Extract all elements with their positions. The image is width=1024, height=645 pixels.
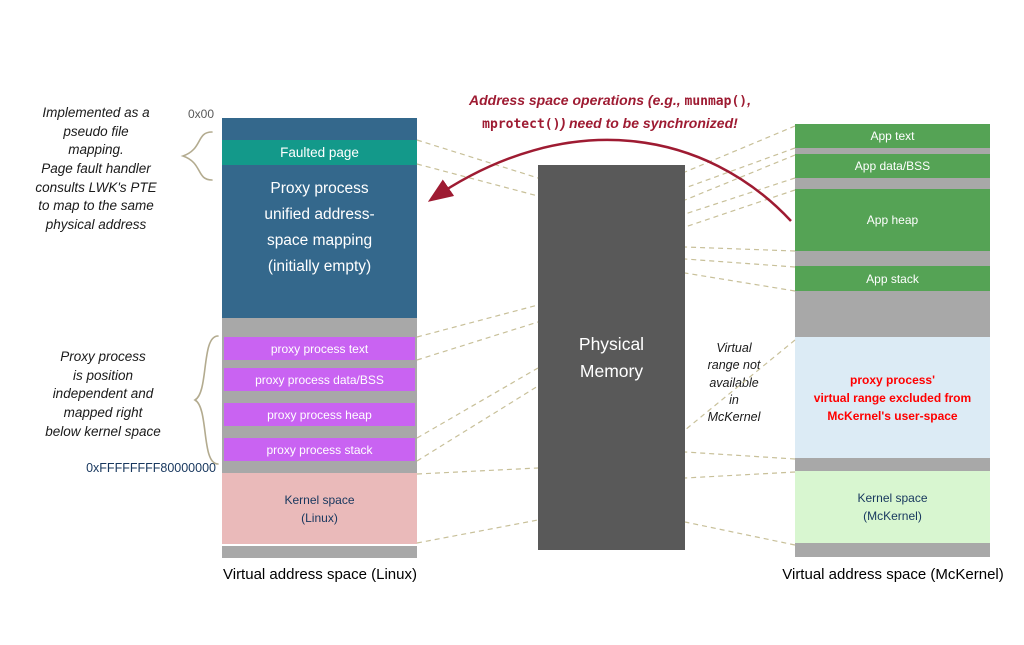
linux-bottom-strip [222,546,417,558]
app-text-label: App text [870,129,915,143]
faulted-page-band: Faulted page [222,140,417,165]
linux-kernel-space-box: Kernel space (Linux) [222,473,417,544]
annotation-pseudo-file-mapping: Implemented as a pseudo file mapping. Pa… [35,105,157,232]
faulted-page-label: Faulted page [280,145,359,160]
mckernel-kernel-space-box: Kernel space (McKernel) [795,471,990,543]
annotation-position-independent: Proxy process is position independent an… [45,349,161,439]
app-stack-label: App stack [866,271,919,286]
proxy-mapping-label: Proxy process unified address- space map… [264,180,375,276]
mckernel-kernel-space-label: Kernel space (McKernel) [857,491,928,523]
proxy-process-data-label: proxy process data/BSS [255,372,384,387]
proxy-process-heap-band: proxy process heap [224,403,415,426]
app-heap-band: App heap [795,189,990,251]
proxy-mapping-box: Faulted page Proxy process unified addre… [222,118,417,318]
app-data-band: App data/BSS [795,154,990,178]
sync-note-line2: mprotect()) need to be synchronized! [425,112,795,135]
sync-note-text-1: Address space operations (e.g., [468,92,685,108]
app-stack-band: App stack [795,266,990,291]
annotation-sync-note: Address space operations (e.g., munmap()… [425,89,795,135]
proxy-process-text-label: proxy process text [270,341,369,356]
sync-note-text-2: , [747,92,752,108]
linux-kernel-space-label: Kernel space (Linux) [284,492,355,525]
proxy-process-stack-band: proxy process stack [224,438,415,461]
mckernel-caption: Virtual address space (McKernel) [782,566,1004,583]
app-heap-label: App heap [866,213,919,227]
app-text-band: App text [795,124,990,148]
annotation-virtual-range: Virtual range not available in McKernel [707,341,761,424]
address-label-kernel: 0xFFFFFFFF80000000 [86,461,216,475]
sync-note-line1: Address space operations (e.g., munmap()… [425,89,795,112]
proxy-process-text-band: proxy process text [224,337,415,360]
proxy-process-heap-label: proxy process heap [267,407,372,422]
proxy-bands-brace [193,335,219,465]
faulted-page-brace [180,131,213,181]
physical-memory-box: Physical Memory [538,165,685,550]
proxy-process-stack-label: proxy process stack [266,442,373,457]
excluded-range-label: proxy process' virtual range excluded fr… [813,372,972,423]
proxy-process-data-band: proxy process data/BSS [224,368,415,391]
app-data-label: App data/BSS [854,159,931,173]
excluded-range-box: proxy process' virtual range excluded fr… [795,337,990,458]
physical-memory-label: Physical Memory [578,334,645,381]
sync-note-text-3: ) need to be synchronized! [560,115,738,132]
address-label-top: 0x00 [187,107,214,121]
mprotect-code: mprotect() [482,117,561,133]
linux-caption: Virtual address space (Linux) [223,566,417,583]
munmap-code: munmap() [684,94,748,109]
